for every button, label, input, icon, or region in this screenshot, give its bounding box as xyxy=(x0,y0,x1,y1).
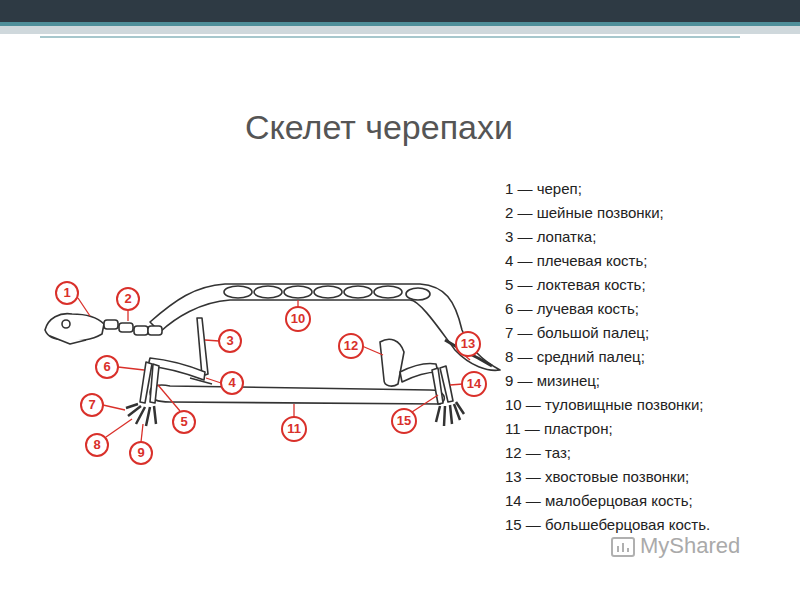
legend-line: 8 — средний палец; xyxy=(505,348,645,365)
callout-number: 13 xyxy=(454,334,482,354)
callout-number: 15 xyxy=(390,411,418,431)
callout-number: 12 xyxy=(337,336,365,356)
accent-line xyxy=(0,22,800,26)
top-bar xyxy=(0,0,800,22)
callout-number: 2 xyxy=(114,289,142,309)
legend-line: 2 — шейные позвонки; xyxy=(505,204,664,221)
legend-line: 7 — большой палец; xyxy=(505,324,649,341)
legend-line: 6 — лучевая кость; xyxy=(505,300,639,317)
callout-number: 1 xyxy=(53,283,81,303)
callout-number: 10 xyxy=(284,309,312,329)
legend-line: 15 — большеберцовая кость. xyxy=(505,516,710,533)
callout-circles xyxy=(56,282,486,464)
callout-number: 14 xyxy=(460,374,488,394)
legend-line: 13 — хвостовые позвонки; xyxy=(505,468,689,485)
callout-number: 6 xyxy=(93,357,121,377)
slide-title: Скелет черепахи xyxy=(245,108,513,147)
accent-band xyxy=(0,26,800,34)
callout-number: 3 xyxy=(216,331,244,351)
plastron xyxy=(150,385,444,404)
legend-line: 11 — пластрон; xyxy=(505,420,613,437)
watermark: MyShared xyxy=(640,533,740,559)
legend-line: 5 — локтевая кость; xyxy=(505,276,646,293)
pelvis xyxy=(380,339,404,386)
callout-number: 9 xyxy=(127,443,155,463)
legend-line: 4 — плечевая кость; xyxy=(505,252,647,269)
scapula xyxy=(197,318,208,376)
legend-line: 9 — мизинец; xyxy=(505,372,600,389)
callout-number: 11 xyxy=(280,419,308,439)
legend-line: 3 — лопатка; xyxy=(505,228,596,245)
legend-line: 1 — череп; xyxy=(505,180,582,197)
callout-number: 7 xyxy=(78,395,106,415)
legend-line: 12 — таз; xyxy=(505,444,571,461)
callout-number: 5 xyxy=(170,412,198,432)
callout-number: 8 xyxy=(83,435,111,455)
legend-line: 14 — малоберцовая кость; xyxy=(505,492,693,509)
legend-line: 10 — туловищные позвонки; xyxy=(505,396,703,413)
callout-number: 4 xyxy=(218,373,246,393)
accent-rule xyxy=(40,37,740,38)
skeleton xyxy=(45,284,500,426)
watermark-icon xyxy=(612,538,634,556)
